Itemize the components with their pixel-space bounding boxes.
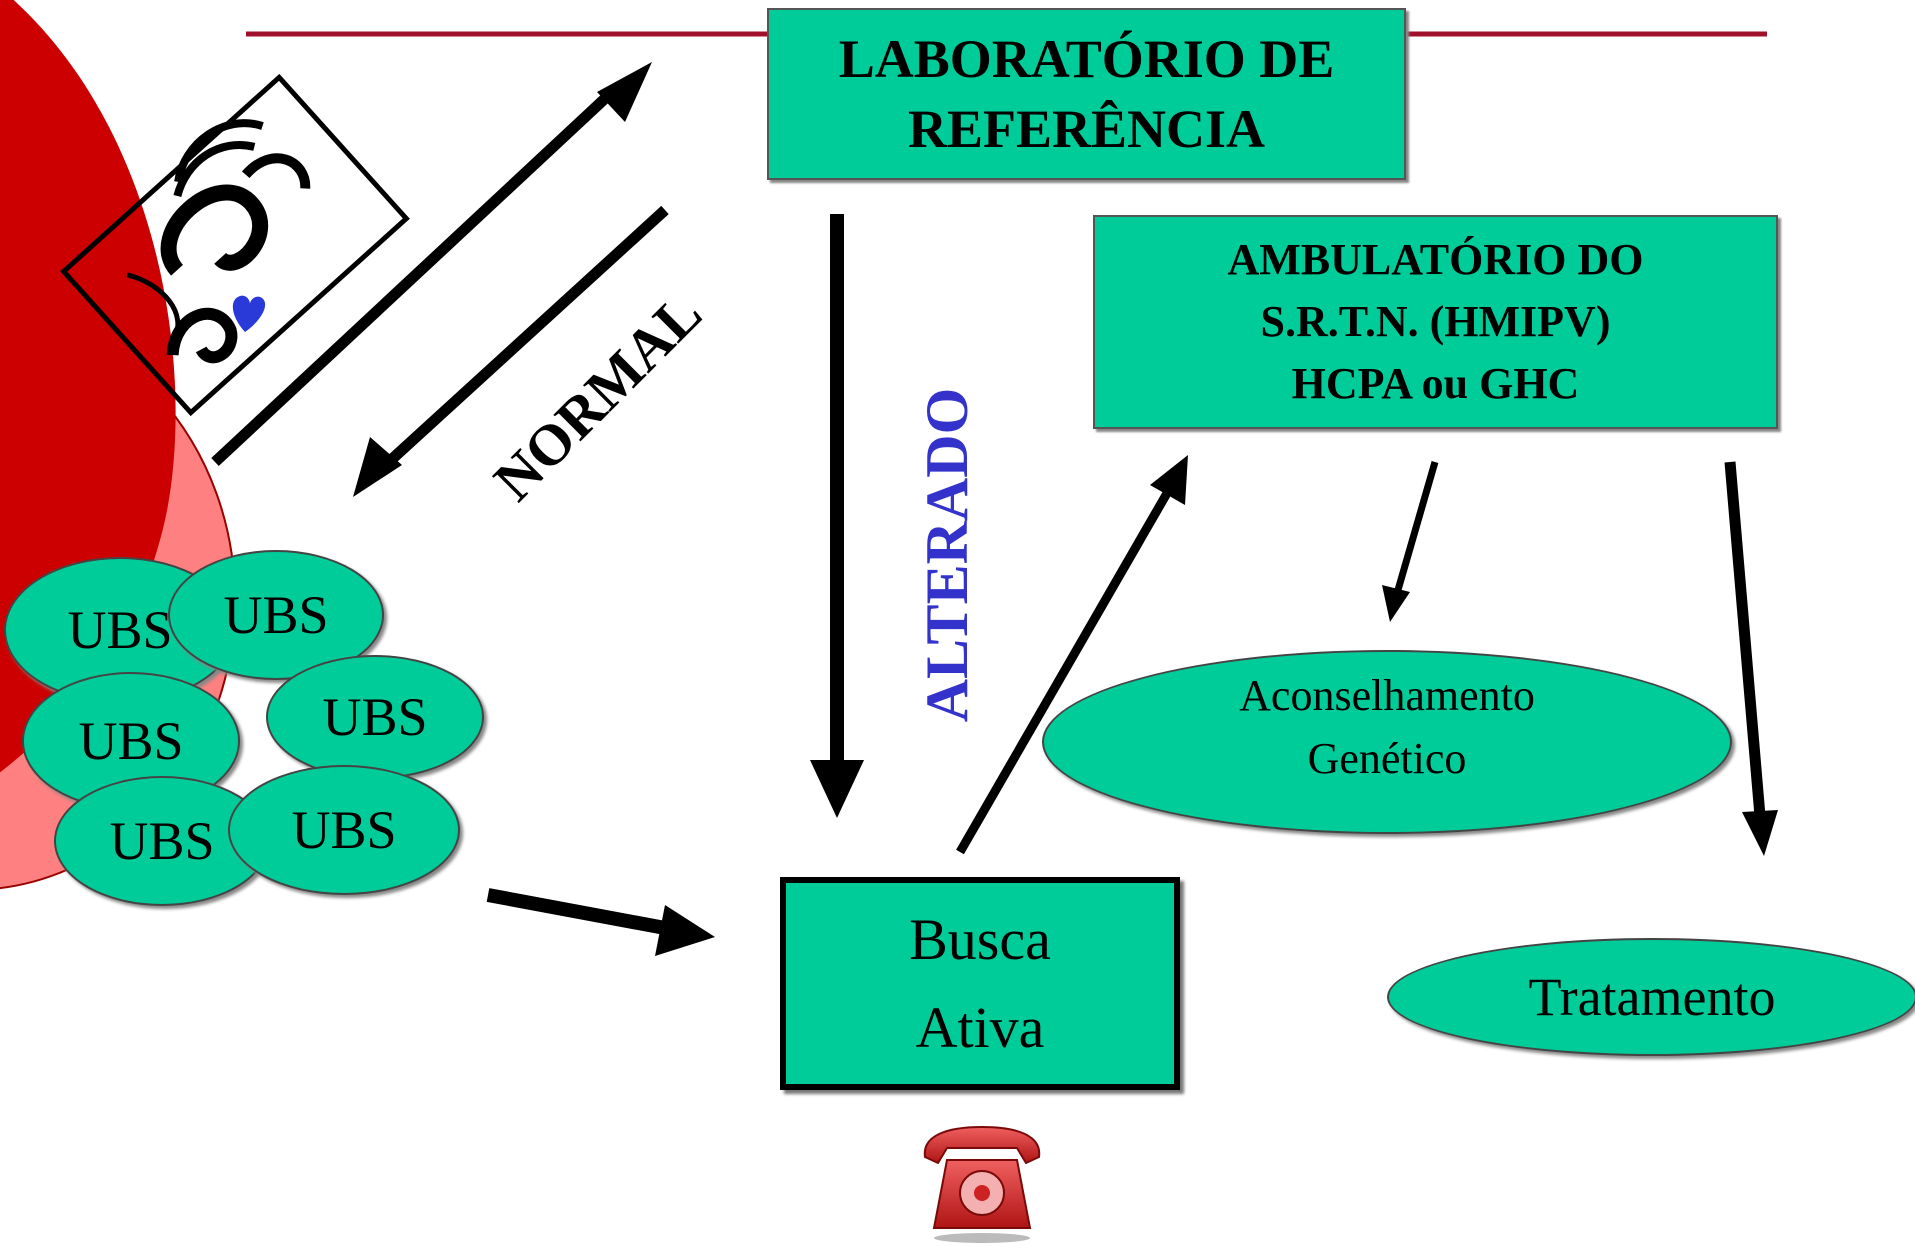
ambulatorio-box: AMBULATÓRIO DO S.R.T.N. (HMIPV) HCPA ou … bbox=[1093, 215, 1778, 429]
arrow-busca-to-ambulatorio bbox=[956, 485, 1174, 855]
aconselhamento-genetico-node: Aconselhamento Genético bbox=[1042, 650, 1732, 834]
ubs-label: UBS bbox=[291, 800, 397, 860]
arrow-ubs-to-busca bbox=[486, 888, 667, 935]
amb-line-3: HCPA ou GHC bbox=[1291, 359, 1580, 408]
tratamento-label: Tratamento bbox=[1528, 967, 1776, 1027]
arrow-normal bbox=[376, 205, 669, 475]
arrow-to-aconselhamento bbox=[1394, 461, 1439, 591]
ubs-label: UBS bbox=[322, 687, 428, 747]
acons-line-1: Aconselhamento bbox=[1239, 671, 1535, 720]
ubs-node: UBS bbox=[266, 655, 484, 779]
laboratorio-box: LABORATÓRIO DE REFERÊNCIA bbox=[767, 8, 1406, 180]
arrow-to-lab bbox=[211, 87, 616, 467]
ubs-label: UBS bbox=[223, 585, 329, 645]
ubs-label: UBS bbox=[78, 711, 184, 771]
amb-line-1: AMBULATÓRIO DO bbox=[1227, 235, 1644, 284]
amb-line-2: S.R.T.N. (HMIPV) bbox=[1260, 297, 1611, 346]
busca-line-2: Ativa bbox=[915, 994, 1045, 1060]
tratamento-node: Tratamento bbox=[1387, 938, 1915, 1056]
ubs-label: UBS bbox=[67, 600, 173, 660]
busca-line-1: Busca bbox=[909, 906, 1051, 972]
lab-line-1: LABORATÓRIO DE bbox=[838, 29, 1335, 89]
acons-line-2: Genético bbox=[1307, 734, 1467, 783]
arrow-to-tratamento bbox=[1724, 461, 1766, 817]
heart-icon bbox=[232, 295, 266, 332]
ubs-node: UBS bbox=[228, 765, 460, 895]
busca-ativa-box: Busca Ativa bbox=[780, 877, 1180, 1090]
ubs-label: UBS bbox=[109, 811, 215, 871]
lab-line-2: REFERÊNCIA bbox=[907, 99, 1266, 159]
